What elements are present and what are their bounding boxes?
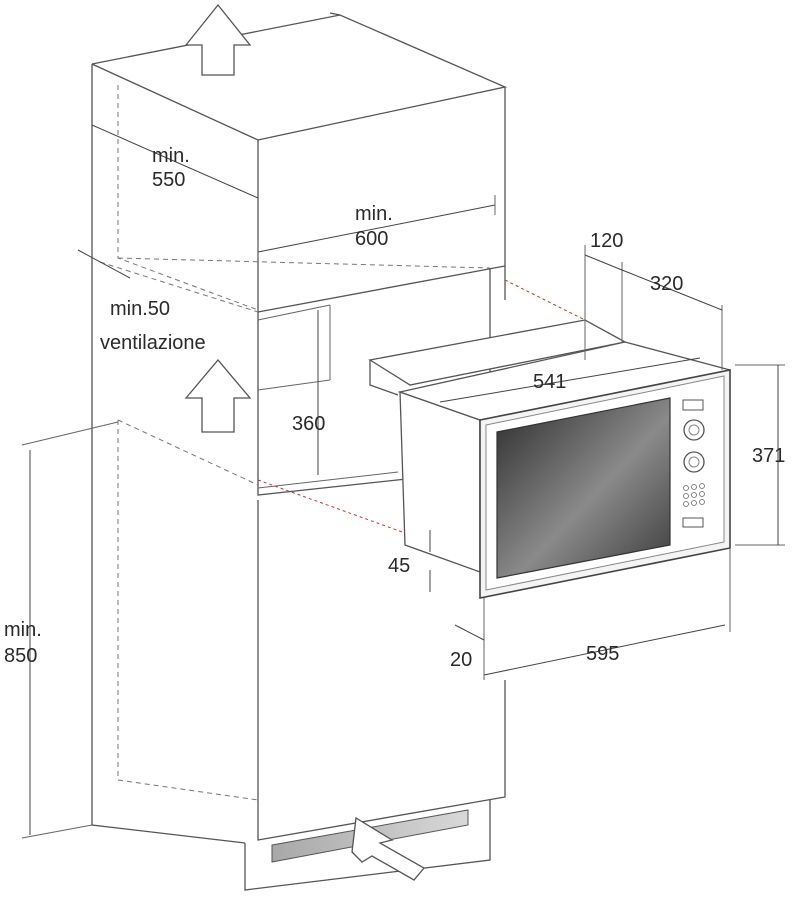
niche-inner-floor [257,379,331,391]
button-strip-icon [682,517,704,528]
knob-ring [688,424,700,436]
label-595: 595 [586,643,619,665]
dimensions [21,124,785,839]
dim-120-line [584,254,623,271]
label-depth-value: 550 [152,169,185,191]
label-niche-height: 360 [292,413,325,435]
label-vent-value: min.50 [110,298,170,320]
label-541: 541 [533,371,566,393]
knob-icon [683,451,705,473]
label-20: 20 [450,649,472,671]
hidden-shelf [117,257,491,269]
label-height-min: min. [4,619,42,641]
dim-320-line [621,269,723,311]
oven-glass-door [496,397,671,579]
upper-front-block [257,87,506,313]
label-45: 45 [388,555,410,577]
lower-front-block [257,500,506,841]
arrow-in-icon [351,816,425,881]
cabinet-top-edge [91,14,508,141]
label-120: 120 [590,230,623,252]
dim-50-line [77,249,131,279]
hidden-niche-floor [117,419,259,486]
knob-icon [683,419,705,441]
dim-541-line [439,357,701,403]
niche-front-lip [257,471,399,489]
arrow-up-icon [184,3,252,76]
cabinet-top-lip [329,12,341,16]
knob-ring [688,456,700,468]
dim-595-line [483,624,726,676]
labels: min. 550 min. 600 min.50 ventilazione 36… [4,145,785,671]
label-depth-min: min. [152,145,190,167]
label-width-min: min. [355,203,393,225]
display-icon [682,399,704,411]
label-height-value: 850 [4,645,37,667]
niche-inner-top [257,304,331,321]
keypad-icon [683,483,705,507]
label-371: 371 [752,445,785,467]
label-vent-word: ventilazione [100,332,206,354]
dim-850-ext-t [21,421,119,446]
dim-550-line [91,124,259,199]
hidden-back-lower [117,420,259,801]
guide-top [504,279,586,321]
plinth [244,800,491,891]
arrow-up-icon [184,358,252,433]
hidden-top-guide [99,261,259,313]
oven-rear-edge [369,360,399,396]
oven [257,279,731,599]
oven-side [399,391,481,573]
label-320: 320 [650,273,683,295]
hidden-back-upper [117,85,259,311]
dim-850-ext-b [21,824,93,839]
dim-20-line [454,624,485,641]
dim-600-line [257,204,496,253]
label-width-value: 600 [355,228,388,250]
